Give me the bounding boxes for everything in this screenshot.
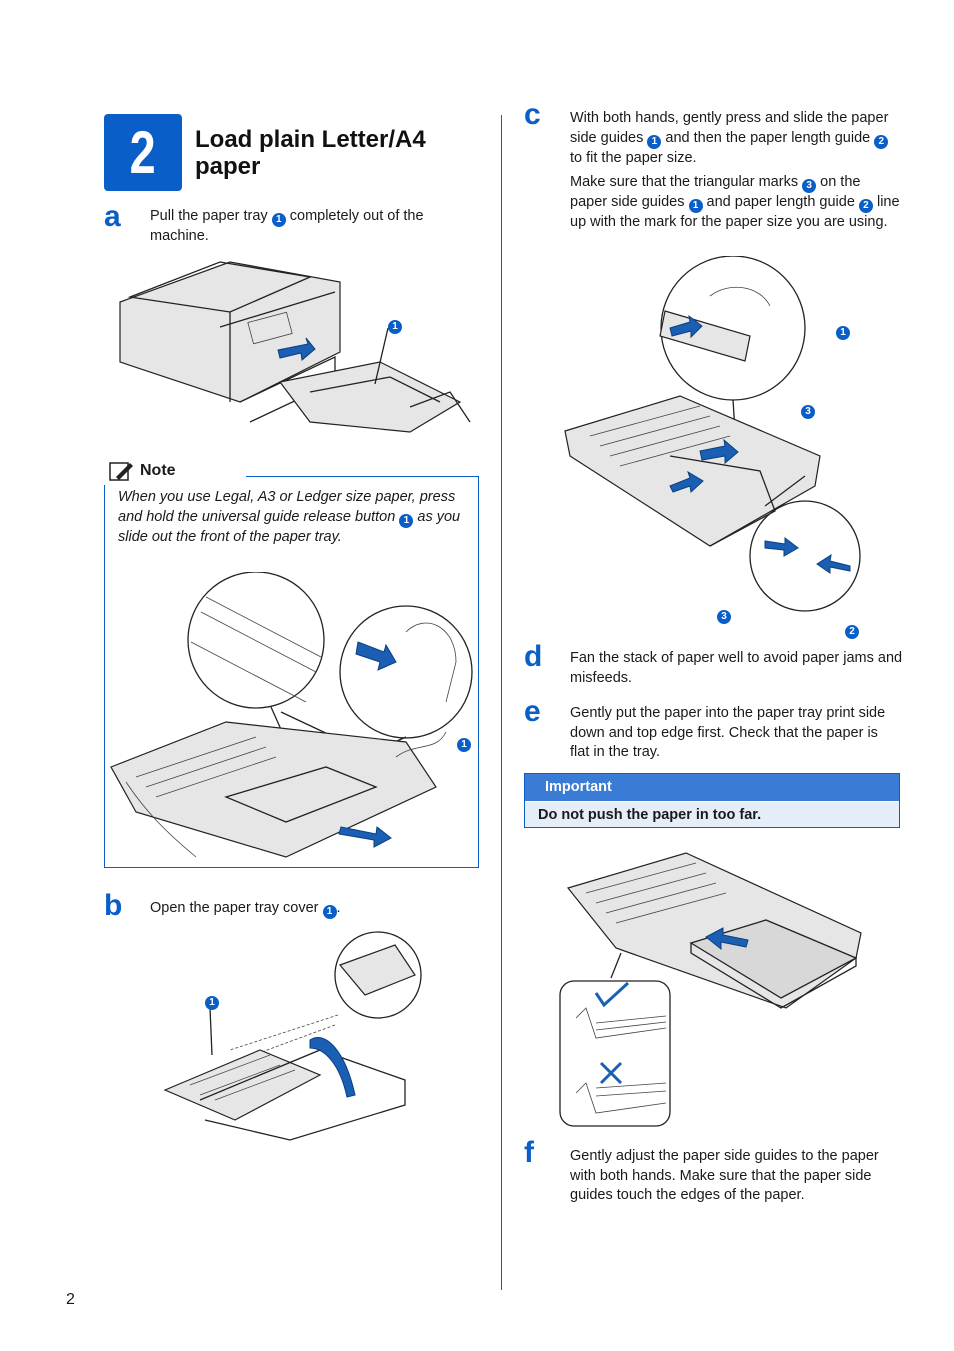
callout-2-icon: 2 [874,134,889,149]
callout-1-icon: 1 [688,199,703,213]
callout-1-note: 1 [457,732,471,752]
tray-cover-illustration [163,931,422,1141]
printer-tray-illustration [119,261,471,433]
callout-1-icon: 1 [322,905,337,919]
paper-guides-illustration [564,256,861,612]
universal-guide-illustration [110,572,473,858]
step-letter-b: b [104,889,123,922]
note-pencil-icon [109,462,133,481]
callout-3-c-bottom: 3 [717,604,731,624]
note-text: When you use Legal, A3 or Ledger size pa… [118,489,461,545]
note-heading: Note [104,457,246,485]
callout-1-c: 1 [836,320,850,340]
column-divider [501,115,502,1290]
callout-2-icon: 2 [858,199,873,213]
step-number-badge: 2 [104,114,182,191]
important-box: Important Do not push the paper in too f… [524,773,900,828]
callout-3-icon: 3 [802,179,817,193]
step-letter-f: f [524,1136,534,1169]
step-letter-d: d [524,640,543,673]
page-number: 2 [66,1291,75,1308]
callout-1-icon: 1 [399,513,414,528]
step-letter-e: e [524,695,541,728]
step-e-text: Gently put the paper into the paper tray… [570,705,886,760]
page-title: Load plain Letter/A4 paper [195,126,426,180]
step-b-text: Open the paper tray cover 1. [150,900,341,919]
important-heading: Important [525,774,899,801]
step-c-text-1: With both hands, gently press and slide … [570,110,889,166]
note-box [104,476,479,868]
paper-insert-illustration [559,852,862,1127]
callout-1-icon: 1 [271,213,286,227]
step-letter-a: a [104,200,121,233]
important-text: Do not push the paper in too far. [525,802,899,827]
callout-3-c-top: 3 [801,399,815,419]
step-f-text: Gently adjust the paper side guides to t… [570,1148,879,1203]
callout-1-icon: 1 [647,134,662,149]
step-c-text-2: Make sure that the triangular marks 3 on… [570,174,900,230]
callout-2-c: 2 [845,619,859,639]
callout-1-a: 1 [388,314,402,334]
step-d-text: Fan the stack of paper well to avoid pap… [570,650,903,686]
callout-1-b: 1 [205,990,219,1010]
step-a-text: Pull the paper tray 1 completely out of … [150,208,424,244]
step-letter-c: c [524,98,541,131]
